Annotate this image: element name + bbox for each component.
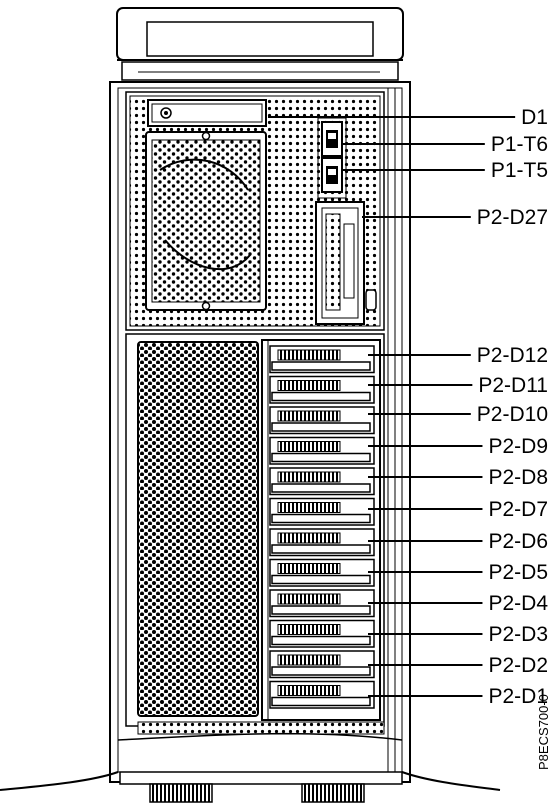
callout-label-p2-d8: P2-D8 [488, 466, 548, 489]
callout-label-p2-d1: P2-D1 [488, 685, 548, 708]
lower-section [125, 333, 385, 735]
upper-section [125, 91, 385, 331]
drive-slot-8 [269, 467, 375, 496]
drive-slot-6 [269, 528, 375, 557]
drive-cage [261, 339, 381, 721]
drive-slot-9 [269, 436, 375, 465]
callout-label-p2-d10: P2-D10 [477, 403, 548, 426]
fan-panel [145, 131, 267, 311]
drive-slot-4 [269, 589, 375, 618]
drive-slot-5 [269, 558, 375, 587]
callout-label-p2-d27: P2-D27 [477, 206, 548, 229]
callout-label-p1-t5: P1-T5 [491, 159, 548, 182]
chassis-base [0, 732, 501, 803]
callout-label-p1-t6: P1-T6 [491, 133, 548, 156]
dvd-bay [147, 99, 267, 127]
drive-slot-2 [269, 650, 375, 679]
callout-label-p2-d5: P2-D5 [488, 561, 548, 584]
drive-slot-11 [269, 375, 375, 404]
front-drive-bay [315, 201, 377, 325]
front-grille [137, 341, 259, 717]
drive-slot-12 [269, 345, 375, 374]
callout-label-d1: D1 [521, 106, 548, 129]
callout-label-p2-d7: P2-D7 [488, 498, 548, 521]
callouts: D1P1-T6P1-T5P2-D27P2-D12P2-D11P2-D10P2-D… [268, 106, 548, 708]
figure-id: P8ECS700-0 [536, 694, 551, 770]
usb-port-lower [321, 157, 343, 193]
callout-label-p2-d2: P2-D2 [488, 654, 548, 677]
top-handle [116, 7, 404, 81]
drive-slot-10 [269, 406, 375, 435]
callout-label-p2-d9: P2-D9 [488, 435, 548, 458]
callout-label-p2-d6: P2-D6 [488, 530, 548, 553]
callout-label-p2-d11: P2-D11 [478, 374, 548, 397]
drive-slot-3 [269, 619, 375, 648]
callout-label-p2-d3: P2-D3 [488, 623, 548, 646]
drive-slot-7 [269, 497, 375, 526]
usb-port-upper [321, 121, 343, 157]
callout-label-p2-d4: P2-D4 [488, 592, 548, 615]
callout-label-p2-d12: P2-D12 [477, 344, 548, 367]
drive-slot-1 [269, 680, 375, 709]
